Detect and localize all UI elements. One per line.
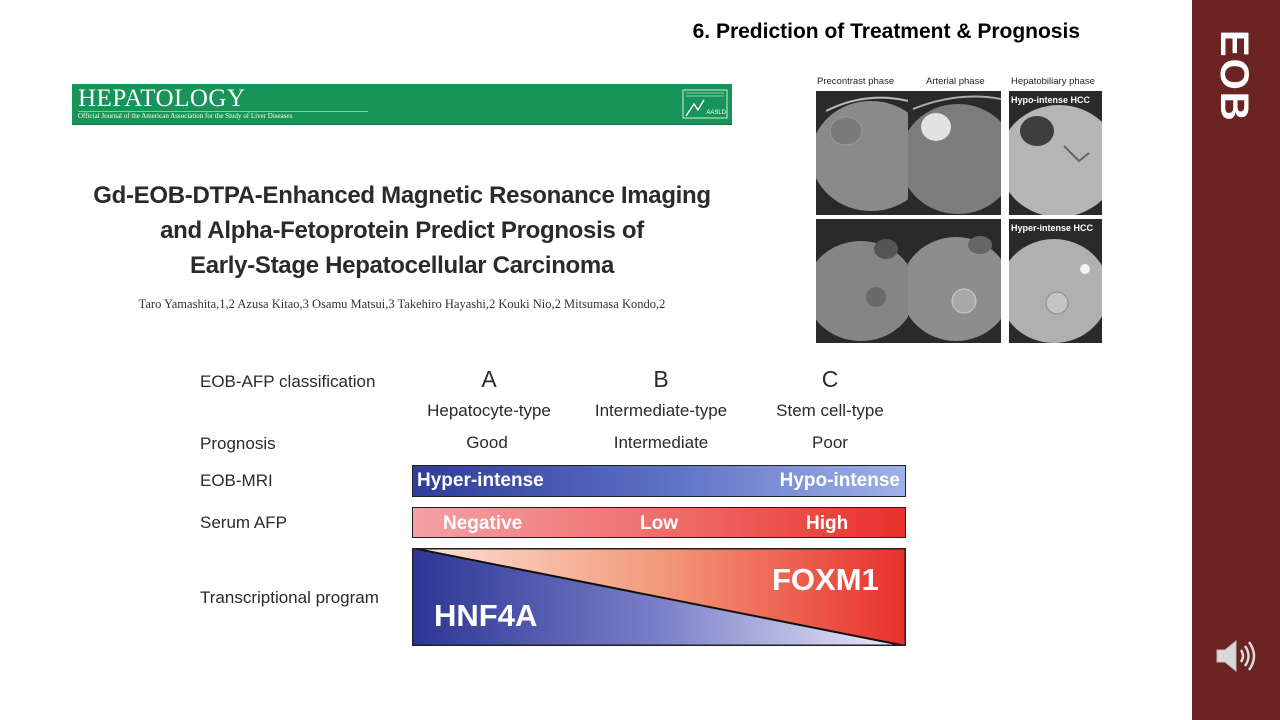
mri-phase-label: Precontrast phase — [817, 76, 895, 87]
paper-authors: Taro Yamashita,1,2 Azusa Kitao,3 Osamu M… — [138, 297, 666, 311]
eob-mri-right-label: Hypo-intense — [779, 470, 900, 491]
afp-high-label: High — [806, 513, 849, 534]
class-letter-b: B — [653, 366, 669, 392]
mri-row-label: Hypo-intense HCC — [1011, 95, 1091, 105]
paper-title-line: and Alpha-Fetoprotein Predict Prognosis … — [160, 217, 644, 244]
label-prognosis: Prognosis — [200, 434, 276, 453]
mri-row-label: Hyper-intense HCC — [1011, 223, 1094, 233]
mri-image-precontrast-top — [816, 91, 909, 215]
mri-image-hepatobiliary-top: Hypo-intense HCC — [1009, 91, 1102, 215]
journal-divider — [78, 111, 368, 112]
prognosis-b: Intermediate — [613, 433, 709, 452]
class-letter-a: A — [481, 366, 497, 392]
class-type-b: Intermediate-type — [594, 401, 728, 420]
sidebar — [1192, 0, 1280, 720]
mri-image-precontrast-bottom — [816, 219, 909, 343]
class-type-a: Hepatocyte-type — [427, 401, 551, 420]
transcriptional-program-diagram: HNF4A FOXM1 — [412, 548, 906, 646]
hnf4a-label: HNF4A — [434, 598, 538, 633]
mri-phase-label: Hepatobiliary phase — [1011, 76, 1095, 87]
class-type-c: Stem cell-type — [776, 401, 884, 420]
journal-banner: HEPATOLOGY Official Journal of the Ameri… — [72, 84, 732, 125]
journal-logo-text: AASLD — [706, 110, 726, 116]
prognosis-a: Good — [466, 433, 508, 452]
label-transcriptional-program: Transcriptional program — [200, 588, 379, 607]
slide-canvas: 6. Prediction of Treatment & Prognosis H… — [72, 20, 1104, 646]
paper-title: Gd-EOB-DTPA-Enhanced Magnetic Resonance … — [72, 178, 732, 283]
journal-name: HEPATOLOGY — [78, 85, 246, 112]
eob-mri-left-label: Hyper-intense — [417, 470, 544, 491]
class-letter-c: C — [821, 366, 839, 392]
paper-title-line: Gd-EOB-DTPA-Enhanced Magnetic Resonance … — [93, 182, 711, 209]
label-eob-mri: EOB-MRI — [200, 471, 273, 490]
mri-image-arterial-bottom — [908, 219, 1001, 343]
afp-negative-label: Negative — [443, 513, 523, 534]
foxm1-label: FOXM1 — [772, 562, 879, 597]
afp-low-label: Low — [640, 513, 678, 534]
aasld-logo-icon — [682, 89, 728, 119]
prognosis-c: Poor — [812, 433, 848, 452]
mri-phase-label: Arterial phase — [926, 76, 985, 87]
speaker-icon[interactable] — [1214, 636, 1260, 676]
serum-afp-gradient-bar: Negative Low High — [412, 507, 906, 538]
sidebar-title: EOB — [1212, 30, 1256, 123]
mri-image-hepatobiliary-bottom: Hyper-intense HCC — [1009, 219, 1102, 343]
mri-image-arterial-top — [908, 91, 1001, 215]
eob-mri-gradient-bar: Hyper-intense Hypo-intense — [412, 465, 906, 497]
slide-title: 6. Prediction of Treatment & Prognosis — [692, 20, 1080, 43]
label-eob-afp-classification: EOB-AFP classification — [200, 372, 376, 391]
label-serum-afp: Serum AFP — [200, 513, 287, 532]
journal-subtitle: Official Journal of the American Associa… — [78, 112, 293, 120]
paper-title-line: Early-Stage Hepatocellular Carcinoma — [189, 252, 615, 279]
mri-figure: Precontrast phase Arterial phase Hepatob… — [816, 76, 1104, 344]
